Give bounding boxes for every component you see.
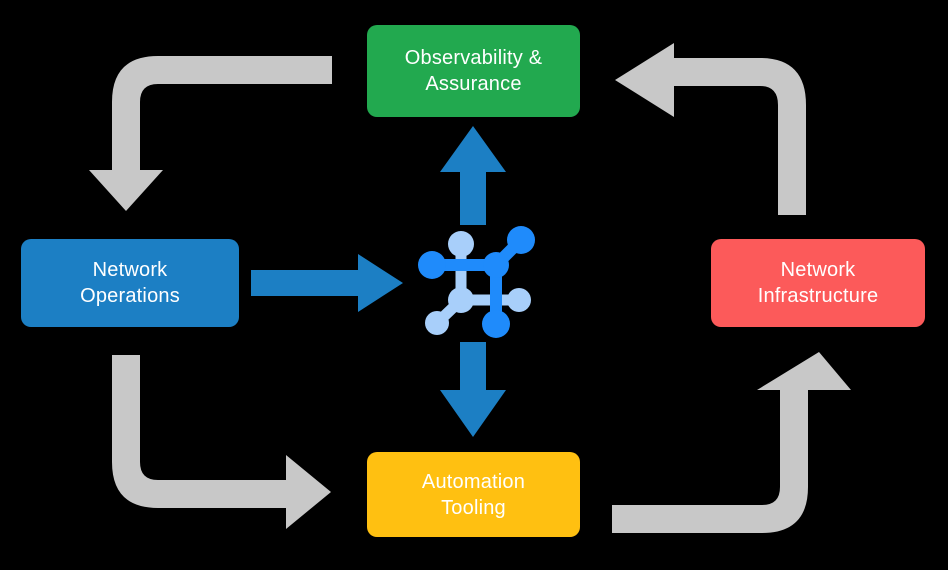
arrow-infrastructure-to-observability xyxy=(615,43,806,215)
arrow-observability-to-operations xyxy=(89,56,332,211)
node-box-network-operations[interactable]: Network Operations xyxy=(21,239,239,327)
arrow-operations-to-automation xyxy=(112,355,331,529)
topology-node-center-left-light xyxy=(448,287,474,313)
network-topology-icon xyxy=(418,226,535,338)
node-label-network-operations: Network Operations xyxy=(80,259,180,307)
arrow-automation-to-infrastructure xyxy=(612,352,851,533)
node-box-network-infrastructure[interactable]: Network Infrastructure xyxy=(711,239,925,327)
node-box-automation-tooling[interactable]: Automation Tooling xyxy=(367,452,580,537)
node-label-observability-assurance: Observability & Assurance xyxy=(404,47,543,95)
arrow-center-to-automation xyxy=(440,342,506,437)
topology-node-bottom-dark xyxy=(482,310,510,338)
node-box-observability-assurance[interactable]: Observability & Assurance xyxy=(367,25,580,117)
topology-node-left-dark xyxy=(418,251,446,279)
node-label-network-infrastructure: Network Infrastructure xyxy=(757,259,879,307)
topology-node-top-right-dark xyxy=(507,226,535,254)
node-label-automation-tooling: Automation Tooling xyxy=(421,470,526,519)
topology-node-right-light xyxy=(507,288,531,312)
topology-node-bottom-left-light xyxy=(425,311,449,335)
topology-node-top-left-light xyxy=(448,231,474,257)
topology-node-center-dark xyxy=(483,252,509,278)
arrow-operations-to-center xyxy=(251,254,403,312)
arrow-center-to-observability xyxy=(440,126,506,225)
